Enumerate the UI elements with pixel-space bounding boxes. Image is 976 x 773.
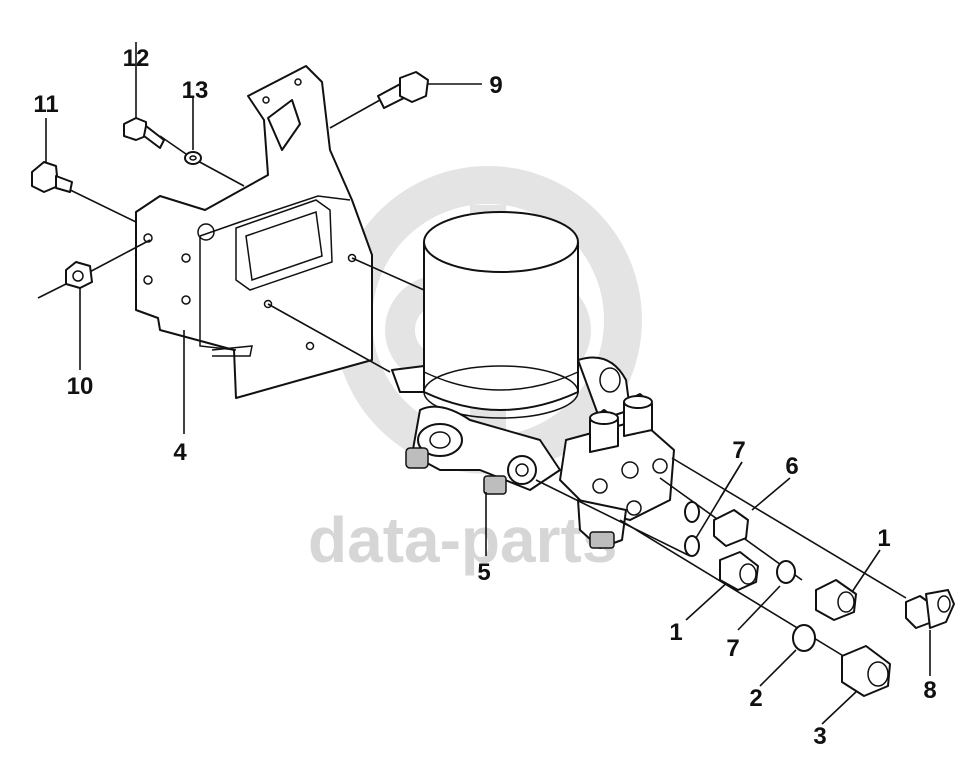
nut-10 [65,261,93,289]
callout-9: 9 [489,72,502,99]
callout-7-bottom: 7 [726,635,739,662]
callout-12: 12 [123,45,150,72]
callout-3: 3 [813,723,826,750]
o-ring-7c [776,560,796,584]
leader-lines [37,42,931,725]
callout-2: 2 [749,685,762,712]
fitting-1a [719,551,759,591]
callout-5: 5 [477,559,490,586]
air-dryer-canister [391,211,579,419]
washer-13 [184,151,202,165]
callout-11: 11 [33,91,58,118]
callout-10: 10 [67,373,94,400]
mounting-bracket [135,65,373,399]
o-ring-7b [684,535,700,557]
callout-labels: 12 13 11 9 10 4 5 7 6 1 1 7 2 3 8 [33,45,936,750]
callout-7-top: 7 [732,437,745,464]
bolt-9 [377,71,429,109]
callout-13: 13 [182,77,209,104]
bolt-11 [31,161,73,193]
callout-1-right: 1 [877,525,890,552]
elbow-fitting-8 [905,589,955,629]
watermark-text: data-parts [308,504,617,576]
fitting-1b [815,579,857,621]
callout-4: 4 [173,439,187,466]
callout-8: 8 [923,677,936,704]
plug-6 [713,509,749,547]
o-ring-7a [684,501,700,523]
dryer-base-housing [405,356,631,495]
callout-1-left: 1 [669,619,682,646]
bolt-12 [123,117,165,149]
callout-6: 6 [785,453,798,480]
o-ring-2 [792,624,816,652]
fitting-3 [841,645,891,697]
protection-valve [559,393,675,549]
